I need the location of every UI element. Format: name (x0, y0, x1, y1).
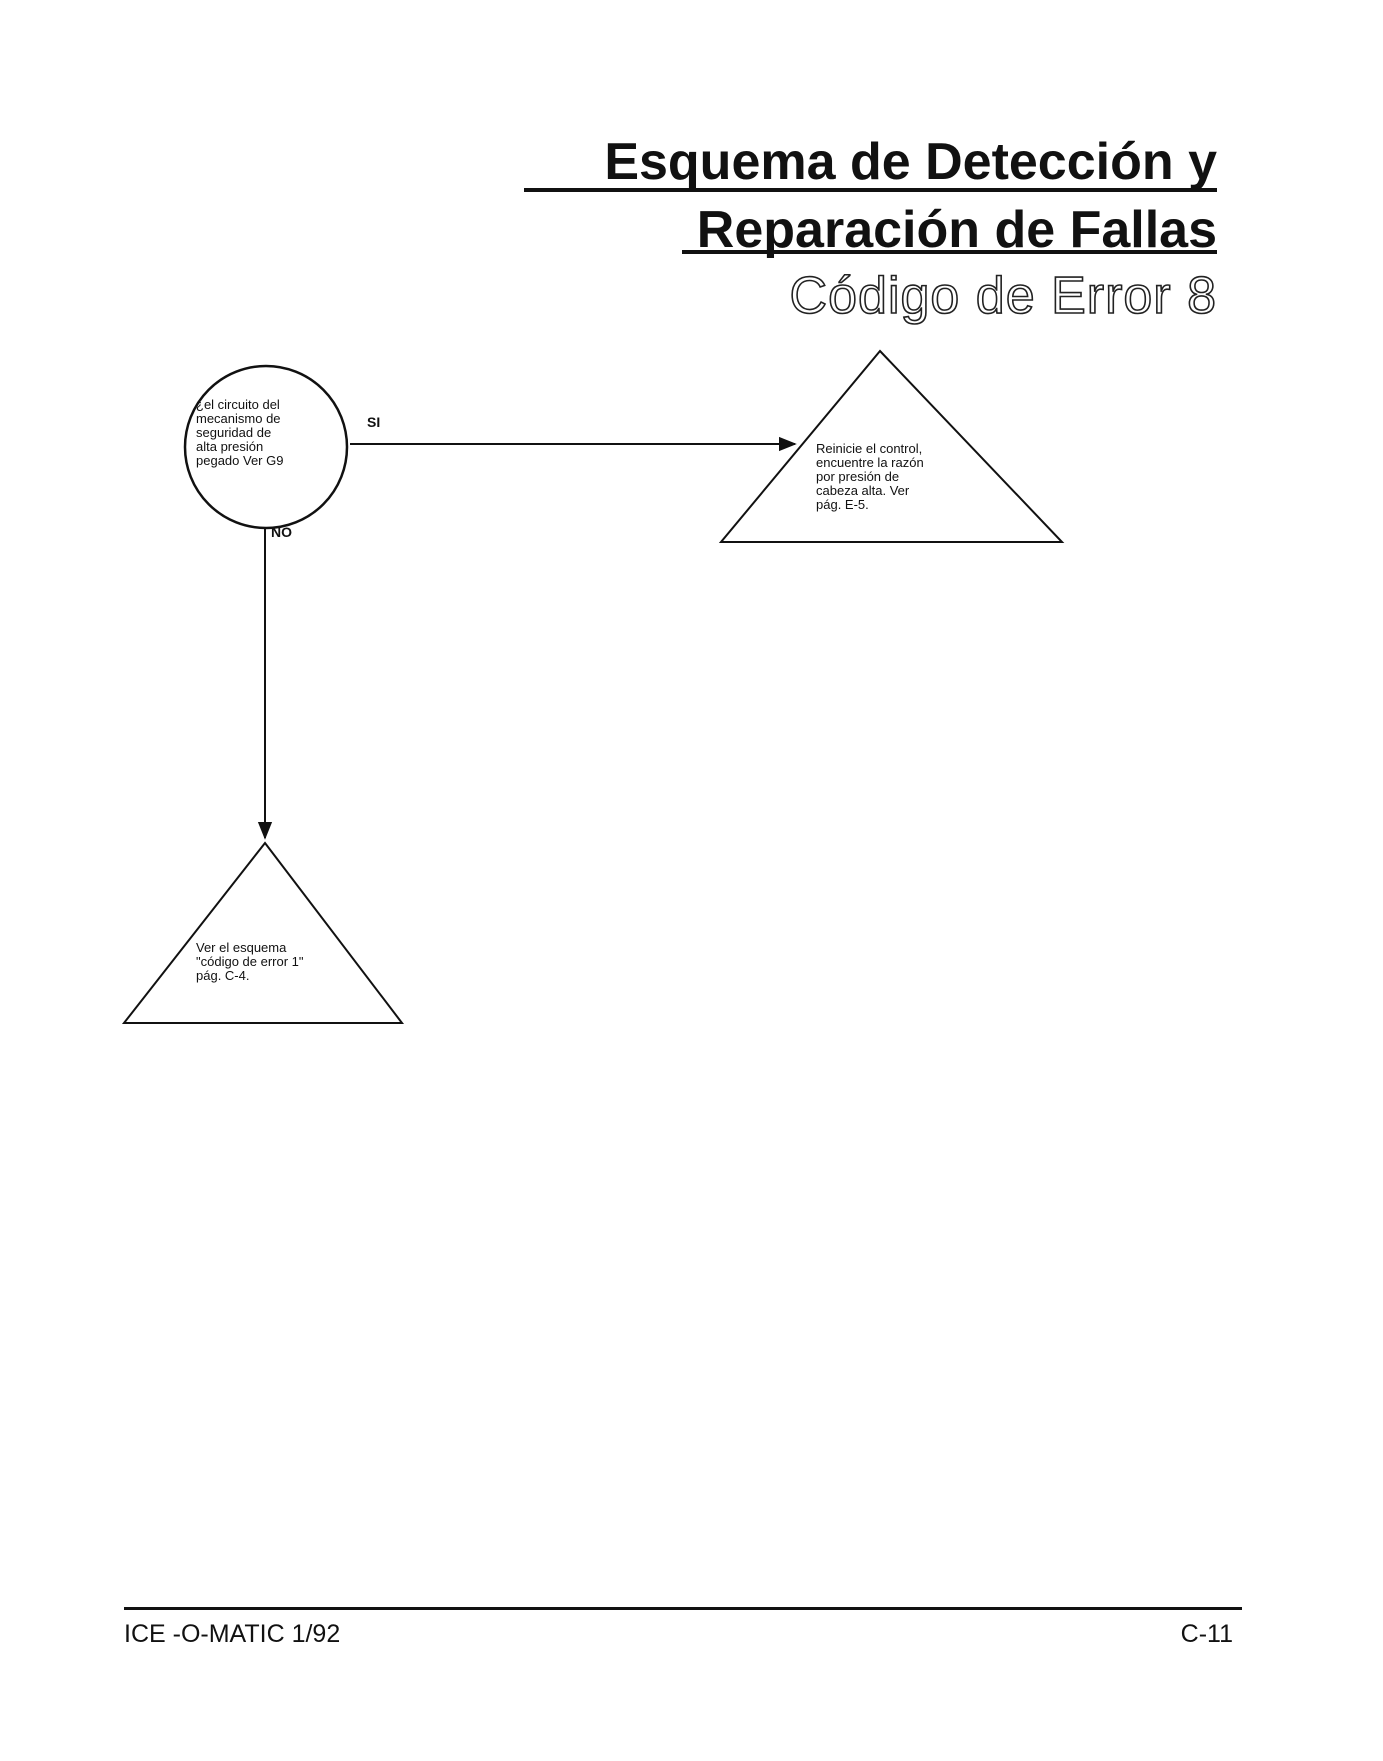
error1-node-triangle (124, 843, 402, 1023)
footer-rule (124, 1607, 1242, 1610)
edge-si-label: SI (367, 414, 380, 430)
edge-no-label: NO (271, 524, 292, 540)
footer-page-number: C-11 (1181, 1620, 1233, 1649)
reset-node-text: Reinicie el control, encuentre la razón … (816, 442, 976, 512)
decision-node-text: ¿el circuito del mecanismo de seguridad … (196, 398, 336, 468)
footer-publisher: ICE -O-MATIC 1/92 (124, 1620, 340, 1649)
error1-node-text: Ver el esquema "código de error 1" pág. … (196, 941, 356, 983)
